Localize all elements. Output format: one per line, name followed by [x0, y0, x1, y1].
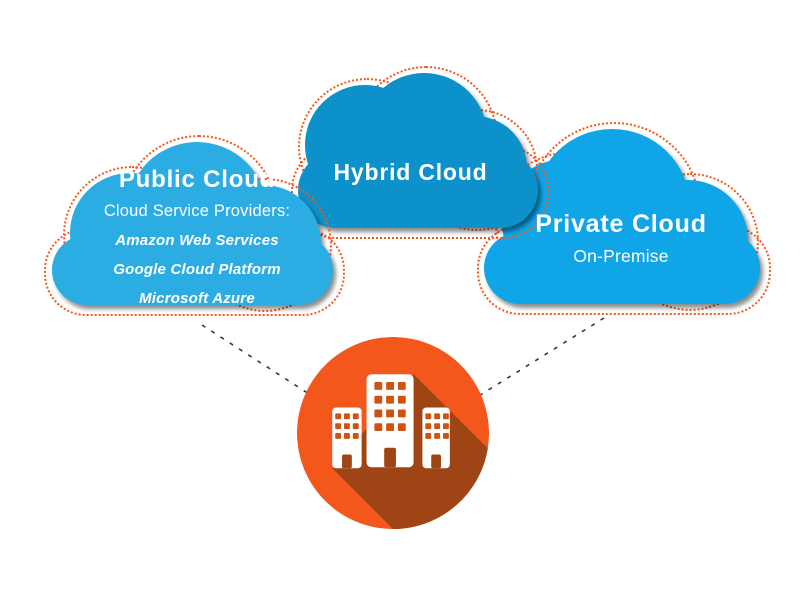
provider-gcp: Google Cloud Platform — [113, 261, 281, 278]
center-building-door — [384, 447, 396, 468]
on-premise-buildings-icon — [296, 336, 490, 530]
private-cloud-text: Private Cloud On-Premise — [498, 211, 744, 266]
cloud-bump — [361, 73, 487, 199]
cloud-outline-shape — [354, 66, 498, 210]
public-cloud-subtitle: Cloud Service Providers: — [103, 202, 291, 220]
cloud-bump — [205, 185, 321, 301]
private-cloud-subtitle: On-Premise — [573, 246, 669, 266]
cloud-outline-shape — [198, 178, 332, 312]
cloud-base — [298, 152, 538, 228]
cloud-outline-shape — [120, 135, 278, 293]
cloud-base — [484, 232, 760, 304]
public-cloud-title: Public Cloud — [118, 166, 276, 193]
building-windows — [335, 382, 449, 439]
cloud-bump — [423, 116, 527, 220]
left-building-door — [342, 454, 352, 469]
cloud-outline-shape — [44, 228, 345, 316]
cloud-outline-shape — [527, 122, 701, 296]
connector-private-to-onpremise — [476, 317, 605, 398]
cloud-bump — [502, 159, 628, 285]
cloud-outline-shape — [621, 173, 759, 311]
cloud-bump — [70, 173, 190, 293]
cloud-outline-shape — [416, 109, 538, 231]
cloud-base — [52, 235, 333, 305]
cloud-bump — [534, 129, 690, 285]
cloud-bump — [628, 180, 748, 300]
public-cloud-text: Public Cloud Cloud Service Providers: Am… — [62, 167, 332, 308]
provider-azure: Microsoft Azure — [139, 290, 255, 307]
hybrid-cloud-text: Hybrid Cloud — [318, 159, 503, 185]
provider-aws: Amazon Web Services — [115, 232, 279, 249]
cloud-bump — [127, 142, 267, 282]
cloud-outline-shape — [63, 166, 201, 304]
cloud-outline-shape — [298, 78, 436, 216]
hybrid-cloud-title: Hybrid Cloud — [333, 159, 488, 185]
cloud-outline-shape — [495, 152, 639, 296]
building-doors — [342, 447, 442, 469]
cloud-bump — [305, 85, 425, 205]
right-building-door — [431, 454, 442, 469]
private-cloud-title: Private Cloud — [535, 210, 707, 238]
cloud-outline-shape — [291, 145, 549, 239]
cloud-outline-shape — [477, 225, 771, 315]
